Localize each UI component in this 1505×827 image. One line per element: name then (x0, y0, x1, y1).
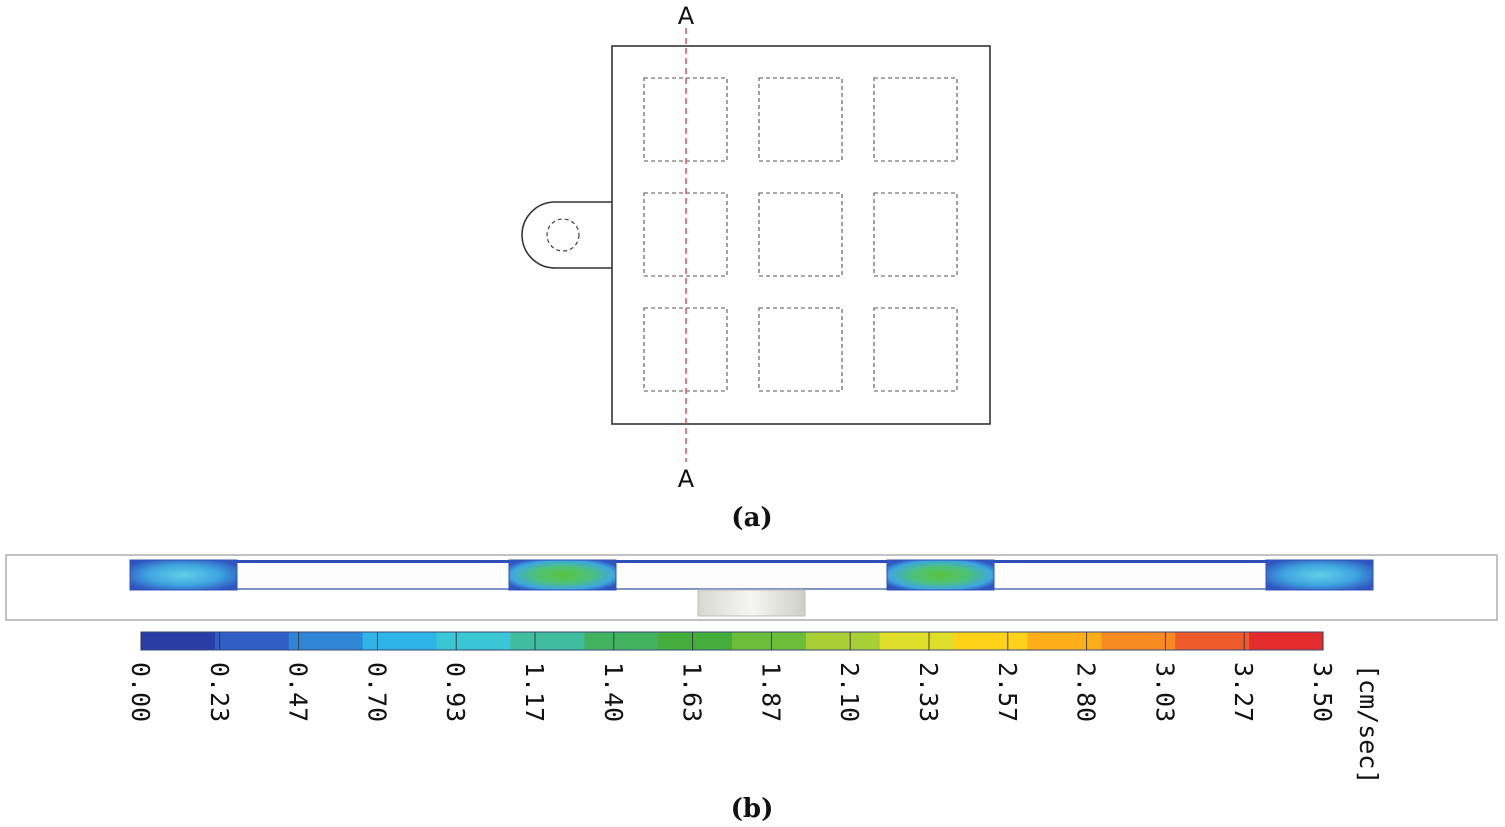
colorbar-tick-label: 0.70 (362, 662, 391, 722)
inlet-port (546, 218, 580, 252)
colorbar-tick-label: 1.17 (520, 662, 549, 722)
panel-a-label: (a) (731, 503, 772, 533)
colorbar-tick-label: 1.87 (756, 662, 785, 722)
colorbar (140, 631, 1324, 651)
colorbar-tick-label: 1.40 (599, 662, 628, 722)
colorbar-segment (879, 632, 955, 650)
colorbar-segment (436, 632, 511, 650)
colorbar-segment (362, 632, 437, 650)
colorbar-segment (732, 632, 807, 650)
inlet-cylinder (697, 589, 806, 617)
velocity-cavity-center-left (508, 559, 617, 591)
colorbar-segment (214, 632, 290, 650)
colorbar-tick-label: 2.33 (914, 662, 943, 722)
device-outline (611, 45, 991, 425)
grid-cell (758, 307, 843, 392)
colorbar-segment (658, 632, 733, 650)
colorbar-segment (1175, 632, 1250, 650)
grid-cell (873, 307, 958, 392)
panel-b-label: (b) (731, 794, 774, 824)
colorbar-tick-label: 3.50 (1308, 662, 1337, 722)
velocity-cavity-right (1265, 559, 1374, 591)
colorbar-tick-label: 2.57 (993, 662, 1022, 722)
velocity-cavity-left (129, 559, 238, 591)
colorbar-segment (584, 632, 659, 650)
colorbar-segment (1249, 632, 1324, 650)
colorbar-ticks: 0.00 0.23 0.47 0.70 0.93 1.17 1.40 1.63 1.87 2.10… (126, 632, 1337, 722)
channel-segment (238, 564, 508, 588)
grid-cell (758, 192, 843, 277)
grid-cell (643, 307, 728, 392)
colorbar-tick-label: 2.80 (1072, 662, 1101, 722)
section-marker-bottom: A (678, 465, 695, 493)
grid-cell (873, 192, 958, 277)
colorbar-segment (953, 632, 1028, 650)
colorbar-segment (510, 632, 585, 650)
colorbar-tick-label: 0.93 (441, 662, 470, 722)
colorbar-tick-label: 2.10 (835, 662, 864, 722)
section-marker-top: A (678, 2, 695, 30)
colorbar-segment (288, 632, 364, 650)
colorbar-segment (1101, 632, 1176, 650)
colorbar-segment (1027, 632, 1102, 650)
grid-cell (643, 192, 728, 277)
colorbar-tick-label: 0.23 (205, 662, 234, 722)
channel-segment (617, 564, 886, 588)
cell-grid (643, 77, 958, 392)
grid-cell (758, 77, 843, 162)
colorbar-tick-label: 0.00 (126, 662, 155, 722)
colorbar-segment (141, 632, 216, 650)
channel-segment (995, 564, 1265, 588)
colorbar-segment (805, 632, 881, 650)
panel-a: A A (a) (521, 2, 991, 533)
panel-b: 0.00 0.23 0.47 0.70 0.93 1.17 1.40 1.63 1.87 2.10… (5, 554, 1498, 824)
channel-bottom-wall (130, 588, 1372, 590)
colorbar-tick-label: 1.63 (678, 662, 707, 722)
colorbar-unit: [cm/sec] (1354, 664, 1383, 784)
inlet-tab (521, 201, 612, 269)
colorbar-tick-label: 3.27 (1229, 662, 1258, 722)
channel-top-wall (130, 560, 1372, 563)
grid-cell (873, 77, 958, 162)
grid-cell (643, 77, 728, 162)
velocity-cavity-center-right (886, 559, 995, 591)
colorbar-tick-label: 3.03 (1150, 662, 1179, 722)
colorbar-tick-label: 0.47 (284, 662, 313, 722)
